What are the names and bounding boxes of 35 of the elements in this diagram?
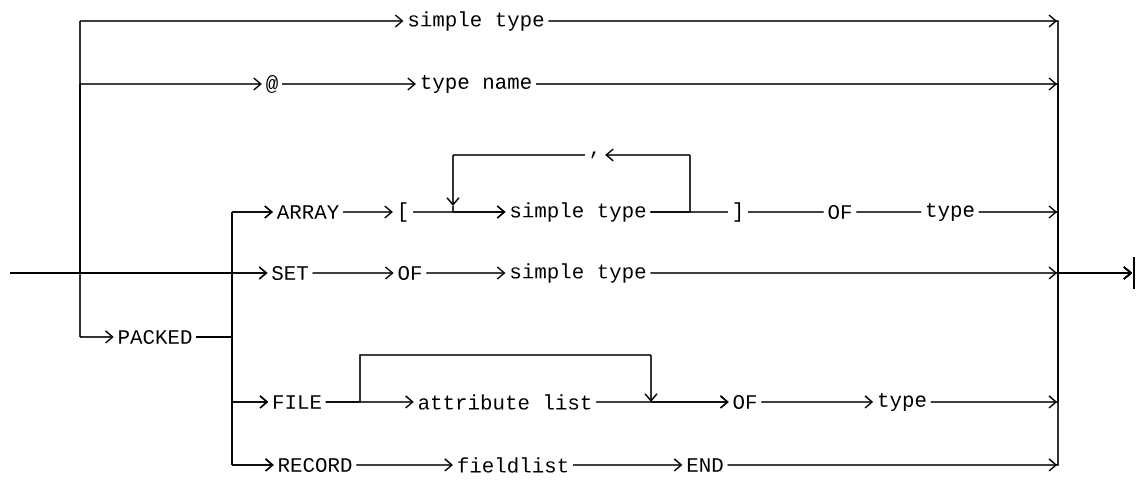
connector-line [747, 211, 825, 213]
syntax-term: simple type [511, 263, 646, 283]
arrow [355, 458, 454, 472]
syntax-term: ] [734, 202, 741, 222]
arrow [446, 154, 586, 219]
syntax-term: ARRAY [276, 205, 339, 219]
arrow [281, 77, 417, 91]
syntax-term: OF [733, 394, 756, 410]
arrow [605, 148, 691, 213]
syntax-term: , [591, 151, 596, 159]
syntax-term: OF [398, 265, 421, 281]
arrow [595, 395, 729, 409]
syntax-term: type [927, 202, 974, 222]
syntax-term: RECORD [279, 457, 352, 473]
arrow [572, 458, 683, 472]
syntax-term: SET [272, 265, 308, 281]
arrow [425, 266, 506, 280]
arrow [760, 395, 874, 409]
syntax-term: END [687, 458, 723, 472]
arrow [311, 266, 394, 280]
connector-line [855, 211, 923, 213]
arrow [195, 336, 274, 472]
arrow [726, 266, 1133, 472]
arrow [342, 205, 393, 219]
syntax-term: [ [400, 202, 407, 222]
syntax-term: simple type [409, 11, 544, 31]
syntax-term: type [879, 392, 926, 412]
syntax-term: type name [421, 74, 531, 94]
syntax-term: simple type [511, 202, 646, 222]
syntax-term: OF [828, 204, 851, 220]
syntax-term: fieldlist [458, 457, 567, 473]
syntax-term: attribute list [418, 394, 591, 410]
syntax-term: PACKED [119, 329, 192, 345]
syntax-term: @ [266, 75, 278, 93]
syntax-term: FILE [274, 395, 321, 409]
